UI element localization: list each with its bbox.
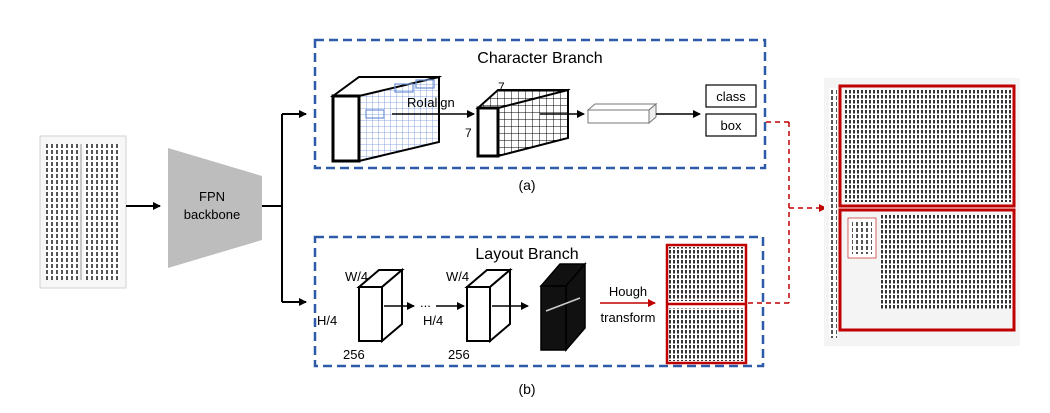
ellipsis-label: ...: [420, 295, 431, 310]
fpn-backbone-block: FPN backbone: [168, 148, 262, 268]
layout-branch-title: Layout Branch: [475, 246, 578, 263]
layout-feature-block-1: [356, 267, 405, 344]
fpn-label-line1: FPN: [199, 189, 225, 204]
layout-mask-map: [539, 261, 587, 353]
merge-connector: [748, 121, 827, 304]
block2-width-label: W/4: [446, 269, 469, 284]
caption-b: (b): [518, 381, 535, 397]
box-head-label: box: [721, 118, 742, 133]
branch-splitter-arrows: [262, 110, 307, 306]
pooled-dim-left: 7: [465, 126, 472, 140]
caption-a: (a): [518, 177, 535, 193]
pooled-dim-top: 7: [498, 80, 505, 94]
class-head-box: [705, 84, 757, 108]
pooled-roi-block: [475, 88, 571, 158]
feature-map-block: [329, 75, 443, 163]
layout-result-thumbnail: [665, 243, 748, 365]
layout-branch-frame: [313, 235, 765, 368]
block1-width-label: W/4: [345, 269, 368, 284]
box-head-box: [705, 113, 757, 137]
output-document-image: [824, 78, 1020, 346]
character-branch-frame: [313, 38, 767, 170]
fpn-label-line2: backbone: [184, 207, 240, 222]
roi-align-label: RoIalign: [407, 95, 455, 110]
character-branch-title: Character Branch: [477, 50, 602, 67]
hough-label-line2: transform: [601, 310, 656, 325]
hough-label-line1: Hough: [609, 284, 647, 299]
layout-branch: Layout Branch W/4 H/4 256 ... W/4 H/4 25…: [313, 235, 765, 368]
block1-height-label: H/4: [317, 313, 337, 328]
character-branch: Character Branch RoIalign 7 7: [313, 38, 767, 170]
block2-channels-label: 256: [448, 347, 470, 362]
block1-channels-label: 256: [343, 347, 365, 362]
input-document-image: [39, 135, 127, 289]
class-head-label: class: [716, 89, 746, 104]
block2-height-label: H/4: [423, 313, 443, 328]
fc-layer-block: [586, 102, 658, 125]
